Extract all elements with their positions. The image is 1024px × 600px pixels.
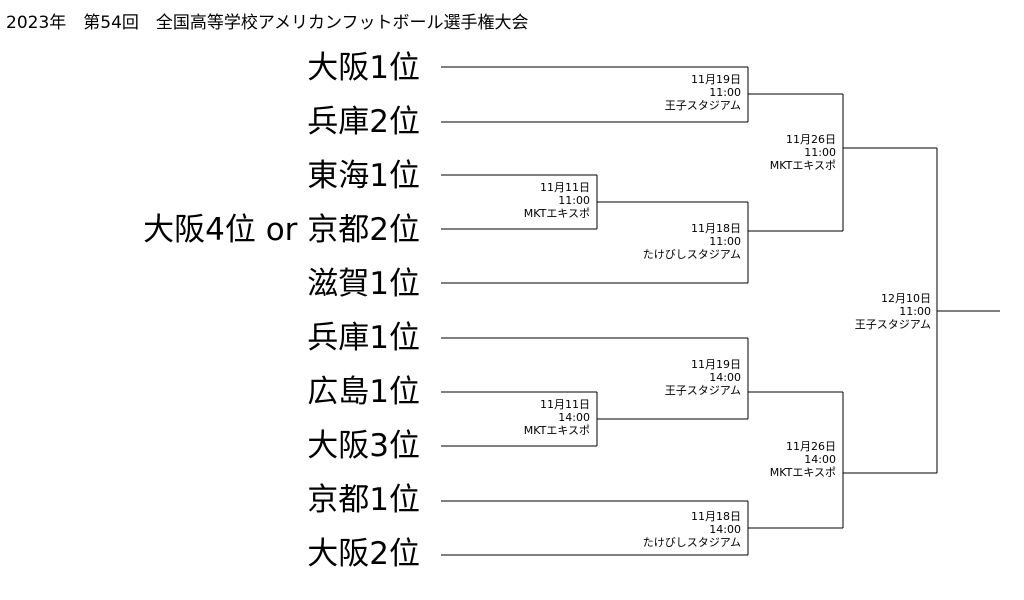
match-date: 11月19日 [691, 73, 741, 86]
match-time: 11:00 [804, 146, 836, 159]
match-date: 11月18日 [691, 510, 741, 523]
match-date: 11月26日 [786, 440, 836, 453]
team-label: 兵庫2位 [307, 104, 420, 140]
match-venue: たけびしスタジアム [642, 248, 741, 261]
match-time: 14:00 [558, 411, 590, 424]
match-venue: 王子スタジアム [664, 384, 741, 397]
page-title: 2023年 第54回 全国高等学校アメリカンフットボール選手権大会 [6, 13, 529, 33]
team-label: 広島1位 [307, 374, 420, 410]
team-label: 東海1位 [307, 158, 420, 194]
team-label: 兵庫1位 [307, 320, 420, 356]
match-info: 11月26日 14:00 MKTエキスポ [770, 440, 836, 479]
team-label: 大阪2位 [307, 536, 420, 572]
team-label: 大阪3位 [307, 428, 420, 464]
team-label: 京都1位 [307, 482, 420, 518]
match-time: 11:00 [899, 305, 931, 318]
match-date: 11月11日 [540, 398, 590, 411]
match-info: 11月26日 11:00 MKTエキスポ [770, 133, 836, 172]
match-time: 11:00 [558, 194, 590, 207]
match-info: 11月19日 11:00 王子スタジアム [665, 73, 741, 112]
match-info: 12月10日 11:00 王子スタジアム [855, 292, 931, 331]
match-date: 11月26日 [786, 133, 836, 146]
match-info: 11月18日 11:00 たけびしスタジアム [643, 222, 741, 261]
match-time: 14:00 [709, 523, 741, 536]
match-venue: MKTエキスポ [769, 466, 836, 479]
match-venue: 王子スタジアム [854, 318, 931, 331]
match-info: 11月11日 14:00 MKTエキスポ [524, 398, 590, 437]
match-date: 11月11日 [540, 181, 590, 194]
match-venue: MKTエキスポ [769, 159, 836, 172]
match-time: 11:00 [709, 235, 741, 248]
match-time: 14:00 [709, 371, 741, 384]
team-label: 大阪4位 or 京都2位 [143, 212, 420, 248]
match-date: 11月19日 [691, 358, 741, 371]
team-label: 大阪1位 [307, 50, 420, 86]
match-time: 14:00 [804, 453, 836, 466]
match-venue: MKTエキスポ [523, 424, 590, 437]
match-info: 11月18日 14:00 たけびしスタジアム [643, 510, 741, 549]
match-venue: 王子スタジアム [664, 99, 741, 112]
match-venue: MKTエキスポ [523, 207, 590, 220]
match-info: 11月19日 14:00 王子スタジアム [665, 358, 741, 397]
match-venue: たけびしスタジアム [642, 536, 741, 549]
match-time: 11:00 [709, 86, 741, 99]
team-label: 滋賀1位 [307, 266, 420, 302]
match-date: 12月10日 [881, 292, 931, 305]
match-date: 11月18日 [691, 222, 741, 235]
match-info: 11月11日 11:00 MKTエキスポ [524, 181, 590, 220]
